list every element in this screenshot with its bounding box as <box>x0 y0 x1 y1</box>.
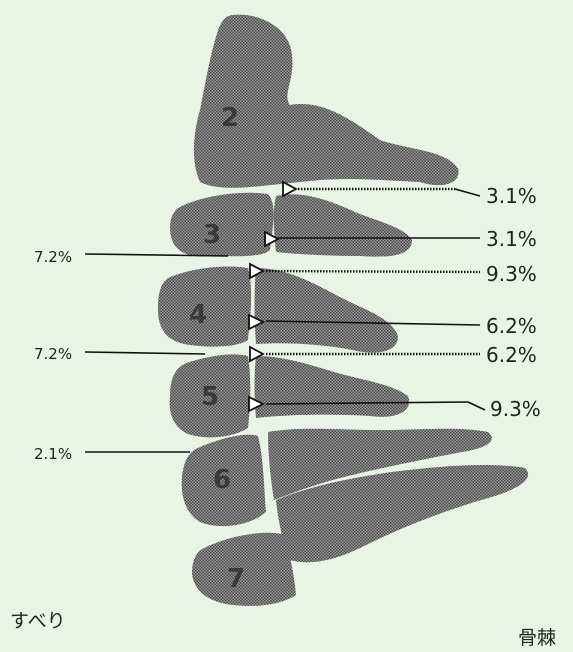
vertebra-c4: 4 <box>158 266 398 352</box>
osteophyte-value-1: 3.1% <box>486 184 537 208</box>
vertebra-c2-number: 2 <box>221 103 239 133</box>
slip-caption: すべり <box>10 610 66 632</box>
slip-value-1: 7.2% <box>34 248 72 266</box>
slip-value-3: 2.1% <box>34 445 72 463</box>
osteophyte-value-2: 3.1% <box>486 227 537 251</box>
vertebra-c5-number: 5 <box>201 382 219 412</box>
vertebra-c4-process <box>255 268 399 353</box>
vertebra-c6-number: 6 <box>213 465 231 495</box>
vertebra-c2: 2 <box>194 15 459 188</box>
slip-marker-3: 2.1% <box>34 445 190 463</box>
vertebra-c3-number: 3 <box>203 220 221 250</box>
vertebra-c3: 3 <box>170 193 412 257</box>
vertebra-c7-number: 7 <box>227 564 245 594</box>
slip-value-2: 7.2% <box>34 345 72 363</box>
vertebra-c5-process <box>255 356 410 418</box>
slip-marker-2: 7.2% <box>34 345 205 363</box>
osteophyte-value-3: 9.3% <box>486 262 537 286</box>
triangle-marker-icon <box>283 182 296 196</box>
osteophyte-value-4: 6.2% <box>486 314 537 338</box>
vertebra-c2-shape <box>194 15 459 188</box>
vertebra-c5: 5 <box>170 354 410 437</box>
vertebra-c3-body <box>170 193 274 257</box>
vertebra-c3-process <box>274 194 412 256</box>
vertebra-c4-number: 4 <box>189 300 207 330</box>
osteophyte-value-5: 6.2% <box>486 343 537 367</box>
osteophyte-caption: 骨棘 <box>518 627 556 649</box>
osteophyte-value-6: 9.3% <box>490 397 541 421</box>
